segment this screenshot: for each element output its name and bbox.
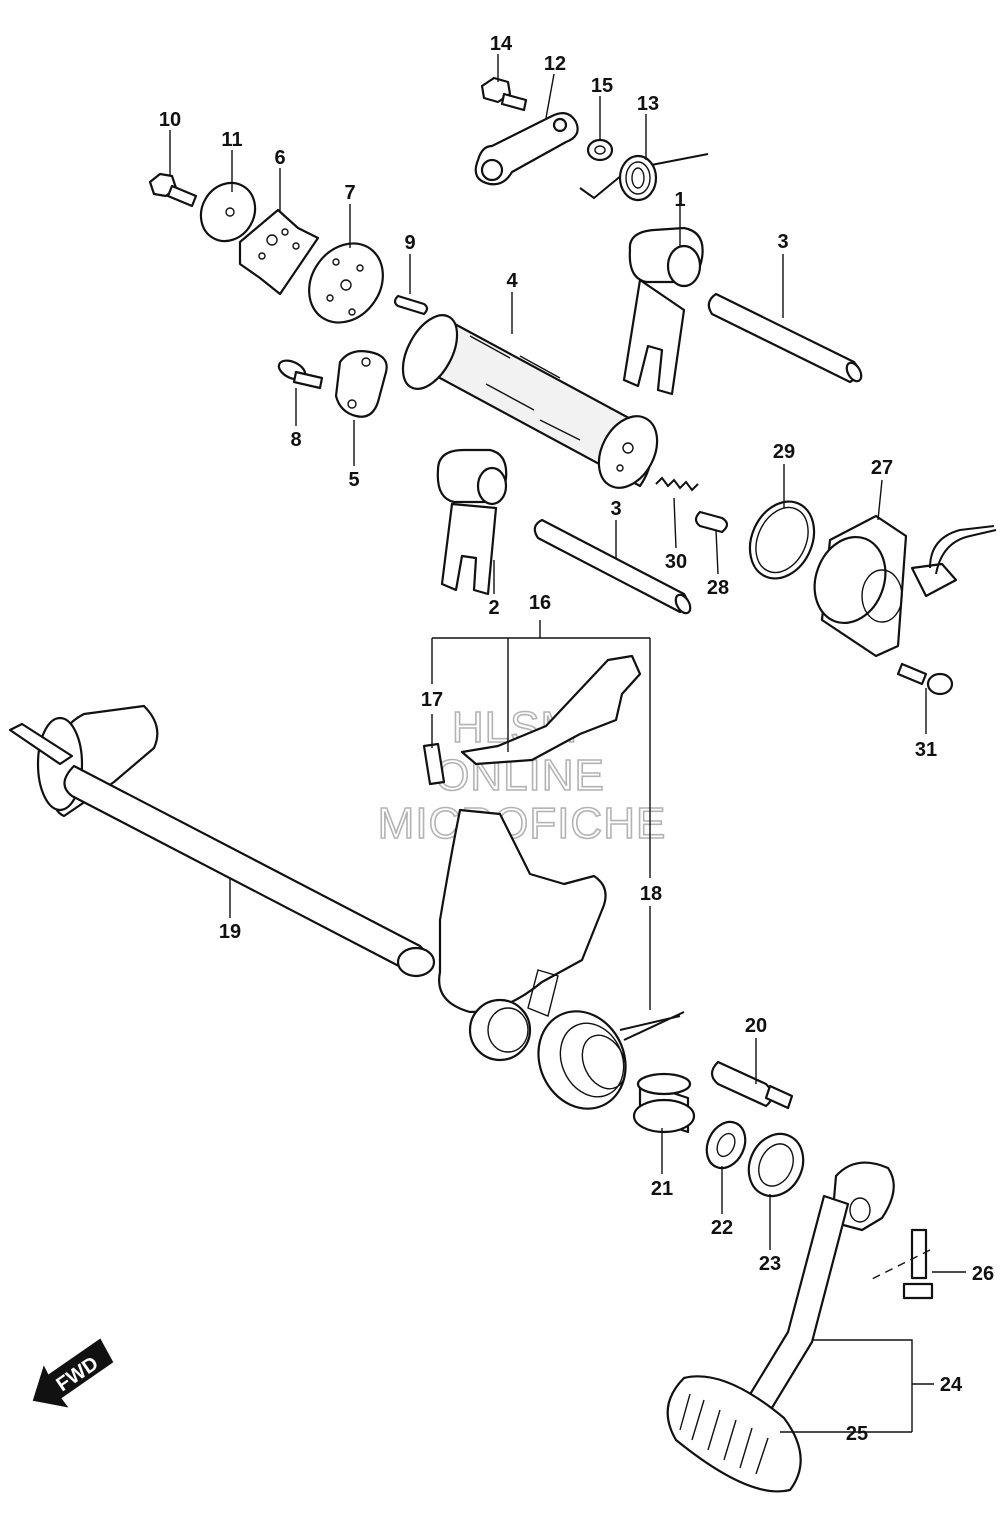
- fwd-arrow-icon: FWD: [32, 1338, 114, 1408]
- callout-4: 4: [506, 270, 518, 292]
- part-5-plate: [334, 350, 388, 418]
- callout-2: 2: [488, 597, 499, 619]
- part-28-pin: [694, 510, 729, 534]
- callout-8: 8: [290, 429, 301, 451]
- callout-26: 26: [972, 1263, 994, 1285]
- callout-18: 18: [640, 883, 662, 905]
- part-13-spring: [579, 153, 709, 202]
- callout-23: 23: [759, 1253, 781, 1275]
- part-24-shift-pedal: [730, 1161, 895, 1436]
- part-20-bolt: [710, 1060, 794, 1110]
- callout-22: 22: [711, 1217, 733, 1239]
- callout-7: 7: [344, 182, 355, 204]
- part-15-washer: [586, 138, 614, 162]
- leader-lines: [169, 54, 966, 1433]
- part-9-pin: [393, 294, 429, 316]
- callout-10: 10: [159, 109, 181, 131]
- part-2-fork: [436, 448, 508, 596]
- part-4-shift-drum: [401, 314, 659, 489]
- callout-9: 9: [404, 232, 415, 254]
- callout-29: 29: [773, 441, 795, 463]
- part-6-plate: [238, 208, 320, 296]
- callout-20: 20: [745, 1015, 767, 1037]
- part-31-bolt: [896, 662, 954, 696]
- callout-31: 31: [915, 739, 937, 761]
- callout-1: 1: [674, 189, 685, 211]
- part-19-shift-shaft: [8, 704, 436, 978]
- callout-30: 30: [665, 551, 687, 573]
- part-27-sensor: [813, 514, 997, 658]
- callout-3-upper: 3: [777, 231, 788, 253]
- part-7-disc: [308, 242, 384, 324]
- callout-21: 21: [651, 1178, 673, 1200]
- part-16-shift-arm: [438, 654, 642, 1062]
- callout-11: 11: [221, 129, 242, 151]
- part-22-washer: [705, 1120, 747, 1170]
- part-21-collar: [632, 1072, 696, 1134]
- callout-28: 28: [707, 577, 729, 599]
- callout-14: 14: [490, 33, 513, 55]
- part-26-bolt: [869, 1228, 934, 1300]
- part-10-bolt: [148, 172, 198, 208]
- callout-25: 25: [846, 1423, 868, 1445]
- part-17-spring: [422, 742, 446, 786]
- part-1-fork: [622, 226, 704, 396]
- part-18-spring: [537, 1010, 685, 1110]
- callout-15: 15: [591, 75, 613, 97]
- part-8-screw: [277, 359, 324, 390]
- part-30-spring: [655, 476, 699, 492]
- part-14-bolt: [480, 76, 528, 112]
- watermark-line-3: MICROFICHE: [378, 799, 667, 848]
- part-29-o-ring: [748, 500, 816, 580]
- callout-6: 6: [274, 147, 285, 169]
- part-25-rubber: [666, 1375, 802, 1493]
- callout-13: 13: [637, 93, 659, 115]
- part-3-shaft-upper: [707, 292, 863, 384]
- callout-16: 16: [529, 592, 551, 614]
- callout-labels: 1 2 3 3 4 5 6 7 8 9 10 11 12 13 14 15 16…: [159, 33, 994, 1445]
- part-3-shaft-lower: [533, 518, 692, 615]
- part-11-washer: [199, 181, 257, 243]
- watermark: HLSM ONLINE MICROFICHE: [377, 702, 667, 849]
- callout-12: 12: [544, 53, 566, 75]
- callout-19: 19: [219, 921, 241, 943]
- callout-27: 27: [871, 457, 893, 479]
- callout-3-lower: 3: [610, 498, 621, 520]
- callout-17: 17: [421, 689, 443, 711]
- callout-5: 5: [348, 469, 359, 491]
- callout-24: 24: [940, 1374, 963, 1396]
- part-12-arm: [474, 111, 579, 186]
- part-23-oil-seal: [747, 1132, 805, 1198]
